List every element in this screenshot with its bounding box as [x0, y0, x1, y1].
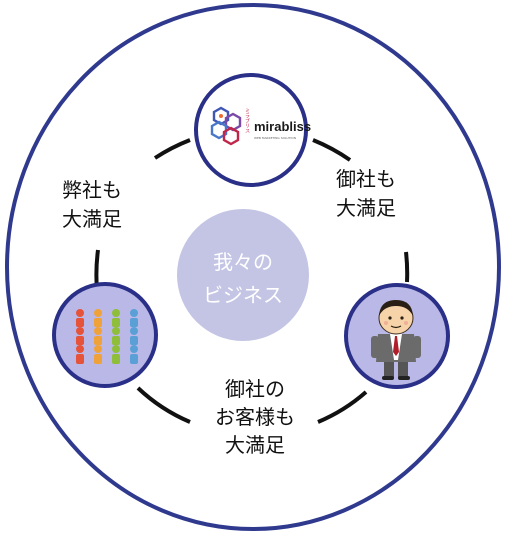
logo-vertical-text: ミラブリス: [244, 108, 250, 133]
caption-right: 御社も 大満足: [336, 167, 396, 220]
logo-brand: mirabliss: [254, 119, 311, 134]
connector-right: [404, 251, 410, 283]
caption-left: 弊社も 大満足: [62, 178, 122, 231]
caption-bottom-line1: 御社の: [225, 377, 285, 401]
center-label-line2: ビジネス: [203, 283, 283, 307]
businessman-icon: [371, 300, 421, 380]
center-circle: [177, 209, 309, 341]
connector-bottom-right: [317, 390, 368, 424]
caption-bottom: 御社の お客様も 大満足: [215, 377, 295, 457]
caption-bottom-line3: 大満足: [225, 433, 285, 457]
caption-right-line1: 御社も: [336, 167, 396, 191]
outer-ring: [5, 3, 501, 531]
caption-bottom-line2: お客様も: [215, 405, 295, 429]
node-businessman: [344, 283, 450, 389]
connector-arcs: [94, 138, 410, 424]
caption-left-line2: 大満足: [62, 207, 122, 231]
node-crowd: [52, 282, 158, 388]
connector-bottom-left: [136, 386, 191, 424]
node-logo: ミラブリス mirabliss WEB MARKETING SOLUTION: [194, 73, 311, 187]
hexagon-logo-icon: [210, 106, 242, 146]
caption-left-line1: 弊社も: [62, 178, 122, 202]
caption-right-line2: 大満足: [336, 196, 396, 220]
connector-top-right: [312, 138, 352, 162]
center-label-line1: 我々の: [213, 250, 273, 274]
crowd-icon: [76, 309, 138, 364]
connector-top-left: [153, 138, 191, 160]
logo-tagline: WEB MARKETING SOLUTION: [254, 136, 296, 140]
